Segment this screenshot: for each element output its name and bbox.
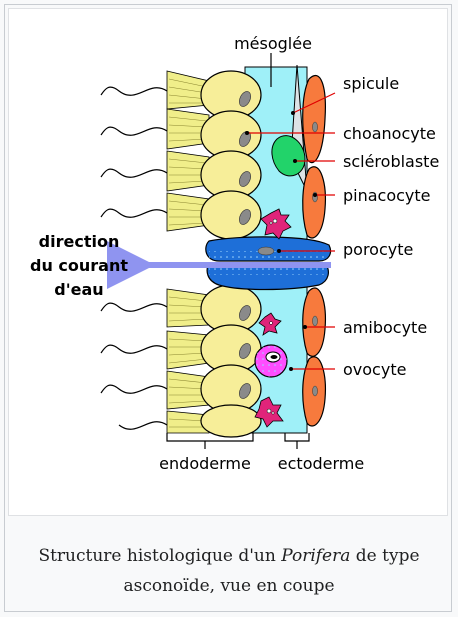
flow-label-line3: d'eau	[54, 280, 103, 299]
flow-label-line1: direction	[39, 232, 120, 251]
figure-caption: Structure histologique d'un Porifera de …	[17, 541, 441, 601]
label-endoderme: endoderme	[159, 454, 251, 473]
oocyte	[255, 345, 287, 377]
caption-text-before: Structure histologique d'un	[38, 546, 281, 566]
label-scleroblaste: scléroblaste	[343, 152, 439, 171]
caption-taxon: Porifera	[281, 546, 350, 566]
label-porocyte: porocyte	[343, 240, 413, 259]
label-ovocyte: ovocyte	[343, 360, 406, 379]
label-amibocyte: amibocyte	[343, 318, 427, 337]
diagram-panel: mésoglée spicule choanocyte scléroblaste…	[8, 8, 448, 516]
figure-frame: mésoglée spicule choanocyte scléroblaste…	[4, 4, 452, 612]
label-choanocyte: choanocyte	[343, 124, 436, 143]
label-ectoderme: ectoderme	[278, 454, 364, 473]
label-mesoglee: mésoglée	[234, 34, 312, 53]
label-spicule: spicule	[343, 74, 399, 93]
sponge-section-diagram: mésoglée spicule choanocyte scléroblaste…	[9, 9, 447, 515]
flow-label-line2: du courant	[30, 256, 128, 275]
label-pinacocyte: pinacocyte	[343, 186, 431, 205]
